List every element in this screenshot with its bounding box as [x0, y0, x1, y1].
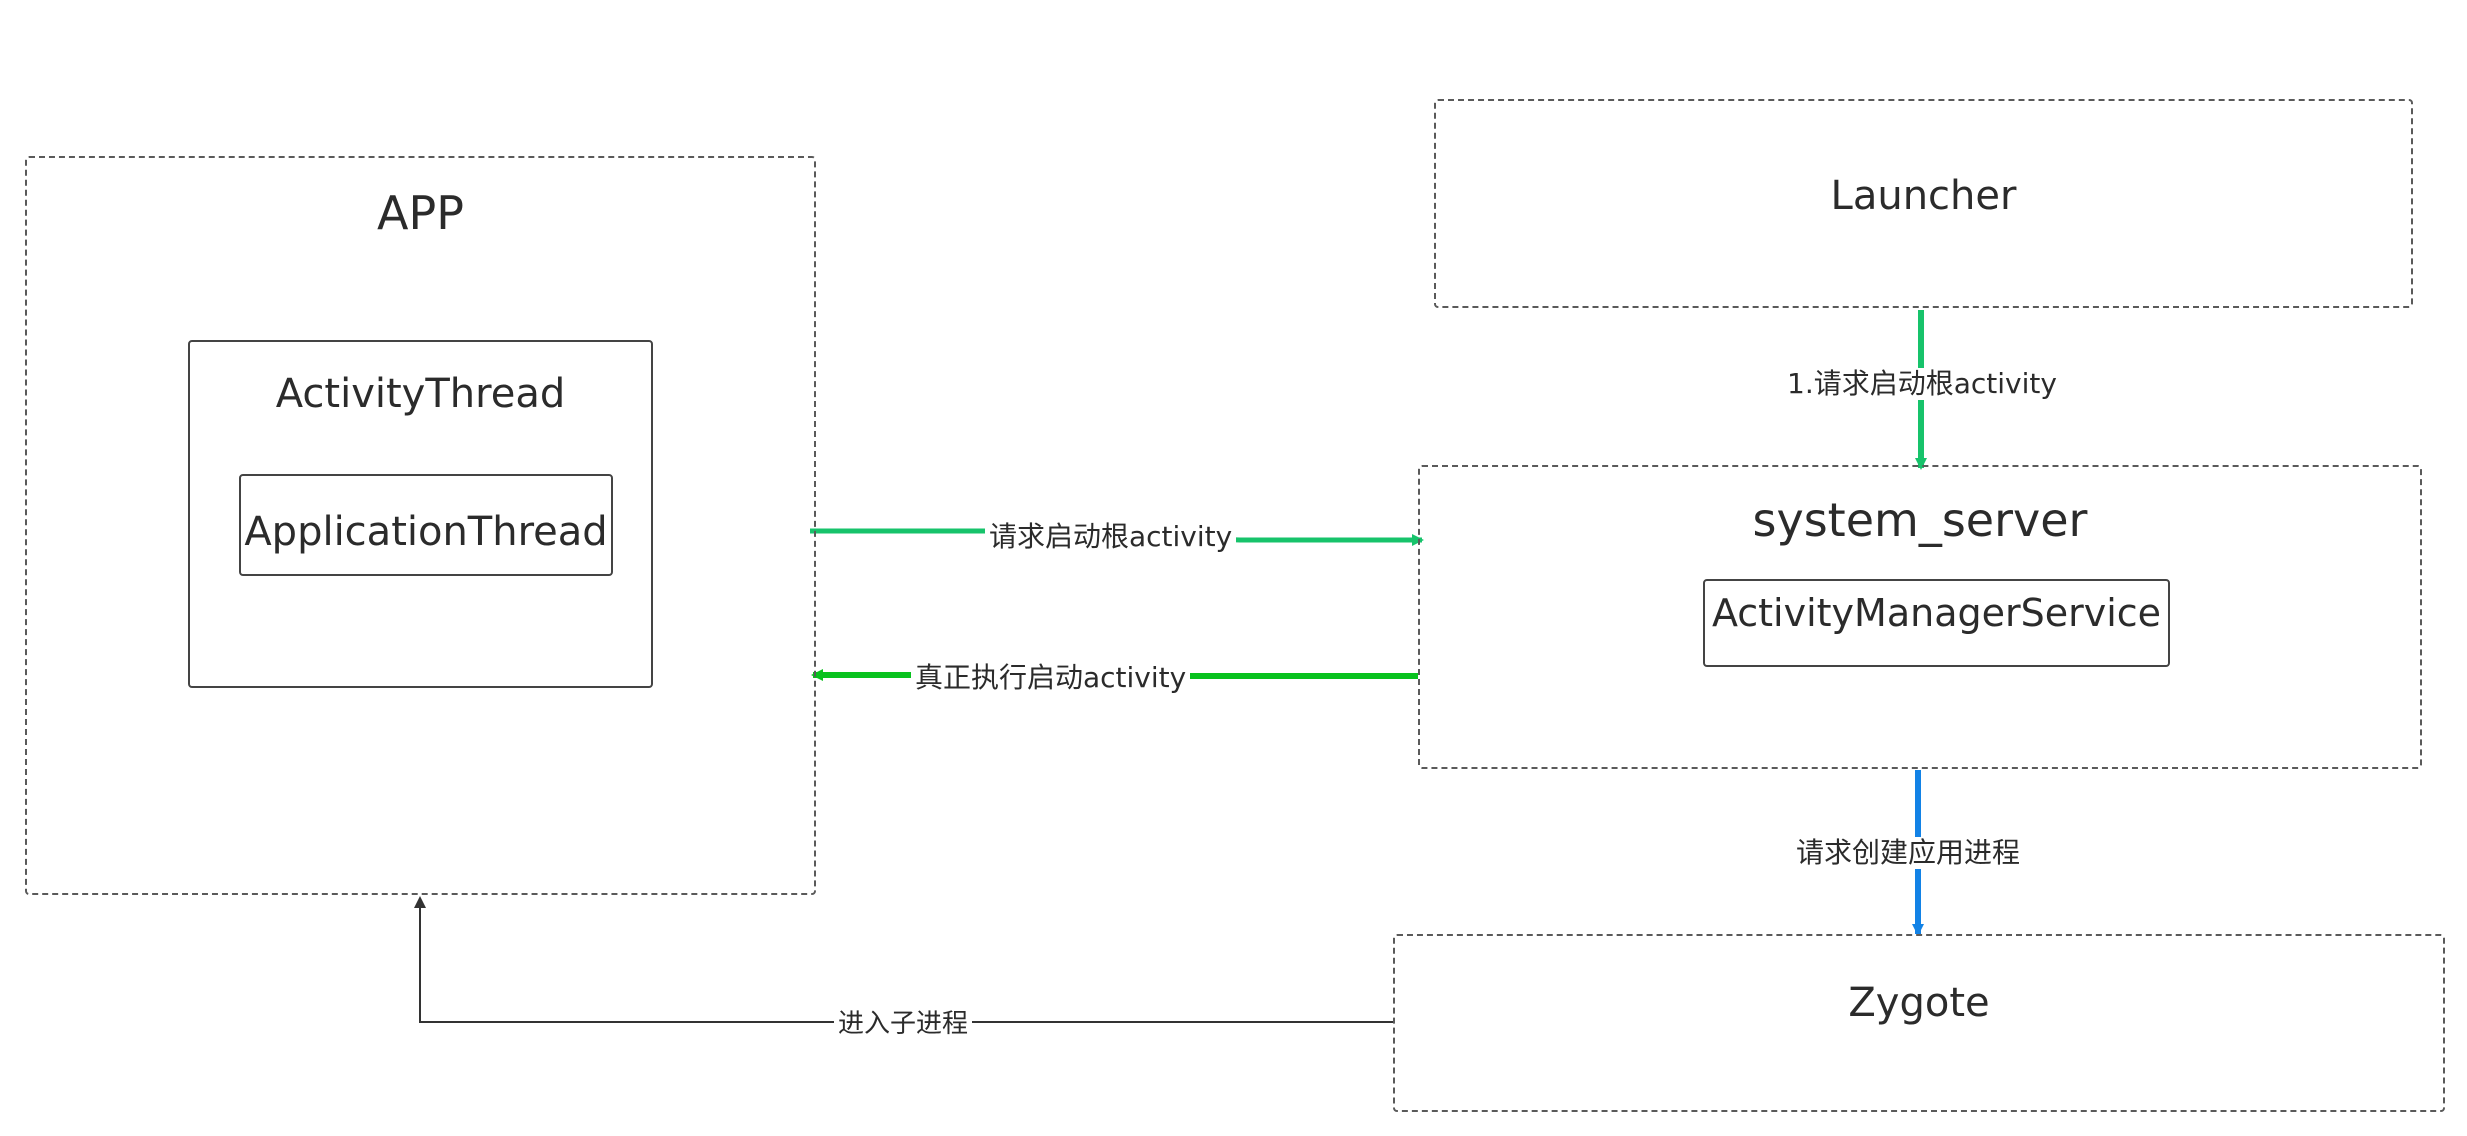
application-thread-node	[239, 474, 613, 576]
zygote-node	[1393, 934, 2445, 1112]
edge-label-launcher-to-system-server: 1.请求启动根activity	[1783, 368, 2061, 400]
system-server-title: system_server	[1752, 493, 2088, 547]
activity-manager-service-node	[1703, 579, 2170, 667]
system-server-node	[1418, 465, 2422, 769]
launcher-node	[1434, 99, 2413, 308]
app-title: APP	[377, 186, 464, 240]
edge-zygote-to-app	[414, 896, 1393, 1023]
app-node	[25, 156, 816, 895]
edge-label-system-server-to-app: 真正执行启动activity	[911, 662, 1191, 694]
application-thread-title: ApplicationThread	[244, 509, 608, 555]
edge-label-zygote-to-app: 进入子进程	[834, 1009, 973, 1039]
activity-thread-title: ActivityThread	[275, 371, 566, 417]
activity-manager-service-title: ActivityManagerService	[1711, 591, 2162, 635]
edge-label-system-server-to-zygote: 请求创建应用进程	[1792, 837, 2025, 869]
edge-label-app-to-system-server: 请求启动根activity	[985, 521, 1237, 553]
zygote-title: Zygote	[1848, 980, 1990, 1026]
launcher-title: Launcher	[1830, 173, 2017, 219]
